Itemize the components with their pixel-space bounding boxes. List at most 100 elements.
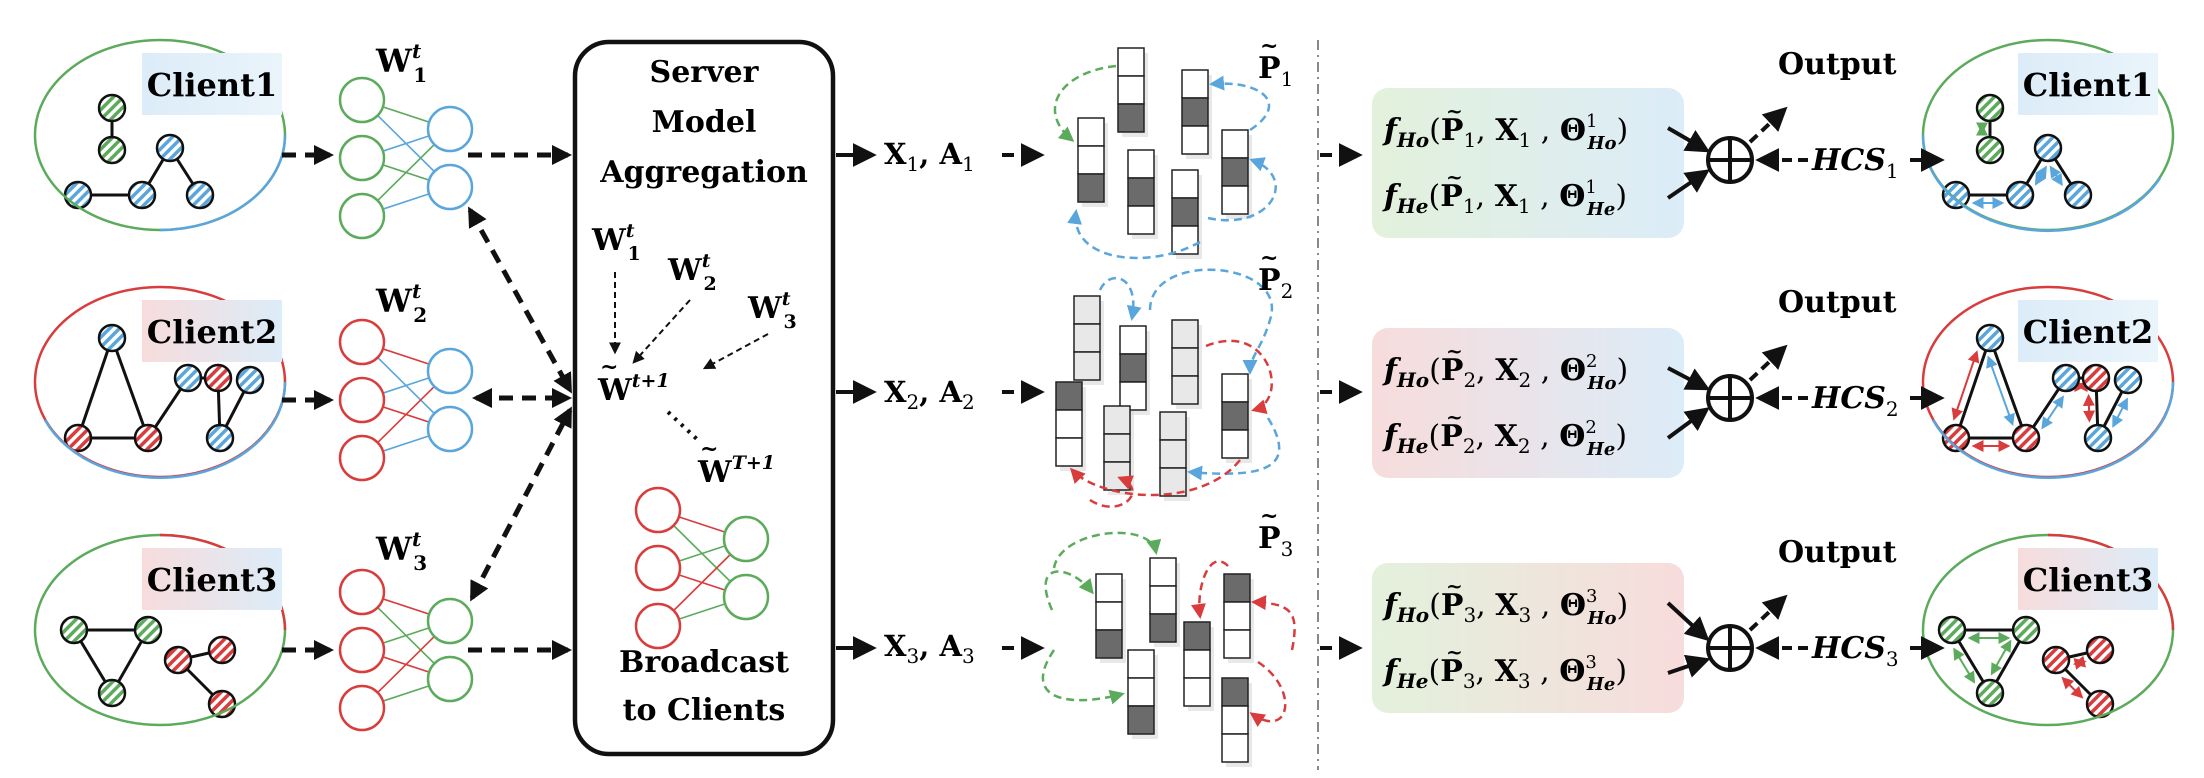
network-node: [634, 544, 682, 592]
network-node: [338, 134, 386, 182]
graph-node: [2083, 423, 2113, 453]
client3-right-graph: [1937, 615, 2115, 719]
graph-node: [2051, 363, 2081, 393]
function-box-3: [1372, 563, 1684, 713]
graph-node: [2063, 180, 2093, 210]
server-aggregated-network: [634, 486, 770, 650]
graph-node: [133, 615, 163, 645]
graph-node: [59, 615, 89, 645]
graph-node: [173, 363, 203, 393]
client3-right-label: Client3: [2023, 561, 2153, 599]
network-node: [426, 655, 474, 703]
function-box-2: [1372, 328, 1684, 478]
graph-node: [63, 423, 93, 453]
prototype-vector: [1221, 129, 1252, 219]
graph-node: [1975, 93, 2005, 123]
hcs-label: HCS2: [1811, 381, 1899, 421]
graph-node: [185, 180, 215, 210]
network-node: [338, 568, 386, 616]
graph-node: [97, 323, 127, 353]
inputs-to-proto-arrows: [1002, 143, 1045, 660]
graph-node: [2113, 365, 2143, 395]
formula-tilde: ~: [1446, 640, 1463, 664]
graph-node: [1941, 423, 1971, 453]
network-node: [338, 76, 386, 124]
graph-node: [2085, 635, 2115, 665]
network-node: [722, 573, 770, 621]
graph-node: [1941, 180, 1971, 210]
formula-tilde: ~: [1446, 574, 1463, 598]
client3-right-label-bg: [2018, 548, 2158, 610]
proto-arrow: [1249, 660, 1287, 727]
prototype-vector: [1159, 411, 1190, 501]
client2-right-label: Client2: [2023, 313, 2153, 351]
client1-network: [338, 76, 474, 240]
client1-label-bg: [142, 53, 282, 115]
prototype-vector: [1095, 573, 1126, 663]
graph-node: [2011, 423, 2041, 453]
client1-graph: [63, 93, 215, 210]
proto-arrow: [1052, 531, 1162, 569]
input-label-2: X2, A2: [884, 375, 975, 414]
server-title-line1: Server: [650, 55, 760, 90]
graph-node: [2081, 363, 2111, 393]
server-final-weight: WT+1: [697, 452, 775, 490]
server-to-inputs-arrows: [836, 143, 877, 660]
client1-right-label: Client1: [2023, 66, 2153, 104]
graph-node: [205, 423, 235, 453]
server-final-tilde: ~: [700, 436, 718, 462]
graph-node: [63, 180, 93, 210]
graph-node: [1975, 323, 2005, 353]
proto-arrow: [1069, 459, 1241, 497]
server-footer-line2: to Clients: [623, 693, 786, 728]
server-title-line2: Model: [652, 105, 757, 140]
network-node: [338, 376, 386, 424]
graph-node: [235, 365, 265, 395]
prototype-group-1: [1053, 47, 1277, 260]
output-label: Output: [1778, 47, 1897, 82]
prototype-vector: [1073, 295, 1104, 385]
proto-tilde-1: ~: [1260, 33, 1278, 59]
prototype-group-2: [1055, 268, 1281, 508]
server-dotted-link: [666, 410, 702, 444]
proto-arrow: [1098, 277, 1142, 321]
proto-arrow: [1148, 268, 1274, 375]
prototype-vector: [1171, 169, 1202, 259]
network-node: [426, 405, 474, 453]
output-label: Output: [1778, 535, 1897, 570]
graph-node: [133, 423, 163, 453]
network-node: [426, 597, 474, 645]
prototype-vector: [1055, 381, 1086, 471]
proto-arrow: [1207, 157, 1277, 222]
prototype-vector: [1149, 557, 1180, 647]
network-node: [426, 163, 474, 211]
graph-node: [1937, 615, 1967, 645]
proto-arrow: [1067, 209, 1201, 260]
server-aggregated-weight: Wt+1: [597, 370, 670, 408]
client3-label-bg: [142, 548, 282, 610]
formula-tilde: ~: [1446, 405, 1463, 429]
network-node: [634, 486, 682, 534]
prototype-groups: [1041, 47, 1296, 767]
graph-node: [97, 678, 127, 708]
prototype-vector: [1181, 69, 1212, 159]
client2-label: Client2: [147, 313, 277, 351]
prototype-vector: [1183, 621, 1214, 711]
prototype-group-3: [1041, 531, 1296, 767]
output-label: Output: [1778, 285, 1897, 320]
graph-node: [2041, 645, 2071, 675]
network-node: [338, 684, 386, 732]
server-inner-arrows: [609, 272, 769, 370]
